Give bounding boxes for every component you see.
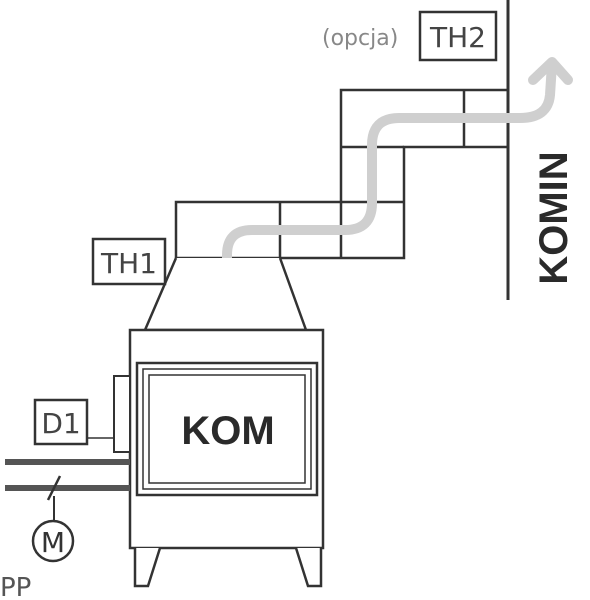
fireplace-door-outer bbox=[135, 361, 319, 497]
fireplace-door-mid bbox=[142, 368, 312, 490]
fireplace-leg-left bbox=[133, 547, 162, 588]
sensor-d1-label: D1 bbox=[41, 407, 80, 440]
pp-label: PP bbox=[0, 573, 31, 600]
sensor-th1-box bbox=[91, 237, 167, 286]
chimney-label: KOMIN bbox=[532, 151, 576, 284]
motor-icon bbox=[31, 519, 75, 563]
sensor-th1-label: TH1 bbox=[100, 247, 157, 280]
air-supply-pipes bbox=[5, 459, 130, 491]
sensor-th2-box bbox=[418, 10, 498, 62]
fireplace-leg-right bbox=[294, 547, 323, 588]
sensor-d1-box bbox=[33, 398, 89, 446]
fireplace-label: KOM bbox=[181, 409, 274, 453]
fireplace-glass bbox=[148, 374, 306, 484]
fireplace-hood bbox=[143, 257, 308, 332]
flow-arrow-icon bbox=[222, 57, 573, 305]
motor-label: M bbox=[41, 526, 65, 559]
fireplace-body bbox=[128, 328, 325, 550]
sensor-th2-label: TH2 bbox=[429, 21, 486, 54]
pipe-valve bbox=[46, 475, 62, 501]
sensor-th2-option-label: (opcja) bbox=[322, 26, 398, 51]
air-damper bbox=[113, 375, 131, 453]
